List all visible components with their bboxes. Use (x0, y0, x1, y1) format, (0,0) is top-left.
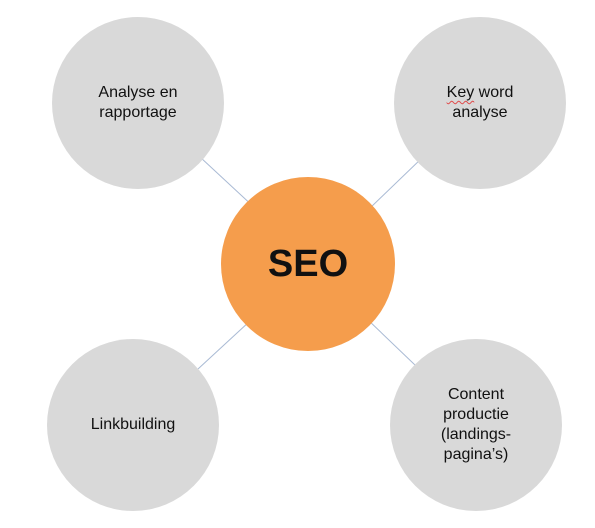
circle-bottom-right (390, 339, 562, 511)
label-bottom-right-line-4: pagina’s) (443, 446, 509, 463)
label-top-left: Analyse en rapportage (72, 63, 204, 143)
label-bottom-right: Content productie (landings- pagina’s) (410, 383, 542, 467)
label-bottom-right-line-1: Content (447, 386, 505, 403)
hub-circle (221, 177, 395, 351)
connector-top-right (368, 156, 424, 210)
label-bottom-right-line-3: (landings- (440, 426, 512, 443)
label-top-left-line-2: rapportage (99, 104, 177, 121)
connector-top-left (199, 156, 257, 210)
spellcheck-marked-word: Key (446, 84, 475, 101)
hub-label: SEO (267, 242, 349, 285)
connector-bottom-left (197, 320, 251, 370)
circle-bottom-left (47, 339, 219, 511)
label-bottom-left: Linkbuilding (67, 405, 199, 445)
circle-top-right (394, 17, 566, 189)
label-bottom-right-line-2: productie (443, 406, 509, 423)
label-top-left-line-1: Analyse en (98, 84, 178, 101)
label-bottom-left-line-1: Linkbuilding (90, 416, 176, 433)
label-top-right-word-2: word (478, 84, 514, 101)
label-top-right-line-1: Key word (447, 83, 514, 103)
connector-bottom-right (365, 317, 416, 366)
circle-top-left (52, 17, 224, 189)
label-top-right: Key word analyse (414, 63, 546, 143)
label-top-right-line-2: analyse (452, 104, 508, 121)
